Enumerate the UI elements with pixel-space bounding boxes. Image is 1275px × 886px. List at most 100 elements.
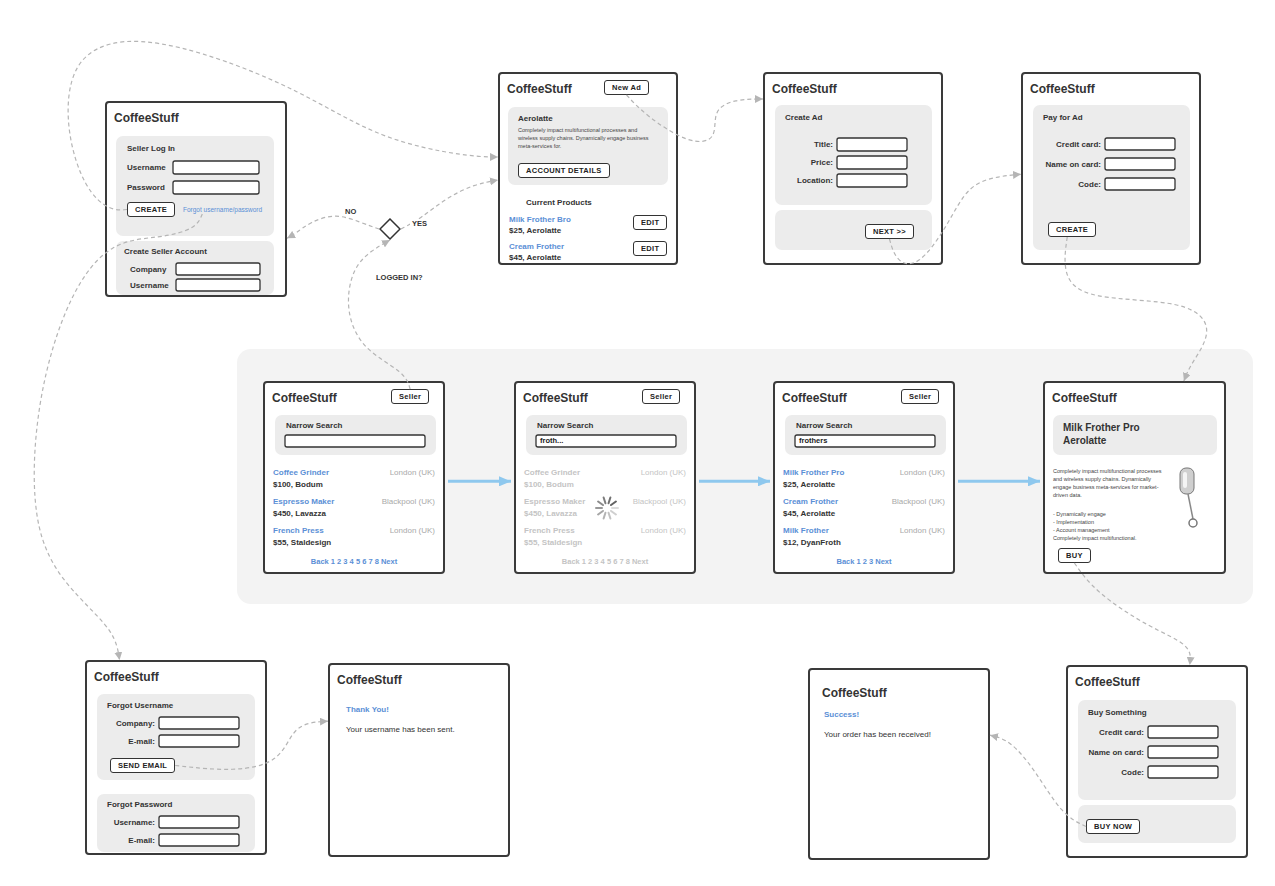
label-text: CoffeeStuff <box>272 391 337 405</box>
label-text: Name on card: <box>1033 160 1101 169</box>
button-text: Seller <box>909 392 931 401</box>
label-text: Narrow Search <box>286 421 342 430</box>
button: ACCOUNT DETAILS <box>518 163 610 178</box>
label-text: CoffeeStuff <box>772 82 837 96</box>
label-text: - Implementation <box>1053 519 1094 527</box>
search-input <box>795 435 935 447</box>
button: BUY NOW <box>1086 819 1140 834</box>
label-text: CoffeeStuff <box>114 111 179 125</box>
frother-picture <box>1180 468 1197 527</box>
label-text: CoffeeStuff <box>1030 82 1095 96</box>
footer-panel <box>1078 805 1236 843</box>
button-text: Seller <box>650 392 672 401</box>
dashed-connector <box>401 180 498 229</box>
screen-frame: New AdACCOUNT DETAILSAerolatteCompletely… <box>498 72 678 265</box>
label-text: Username <box>130 281 169 290</box>
text-input <box>837 138 907 151</box>
text-input <box>837 156 907 169</box>
label-text: London (UK) <box>863 526 945 535</box>
form-panel: ACCOUNT DETAILSAerolatteCompletely impac… <box>508 107 668 185</box>
form-panel: Create Seller AccountCompanyUsername <box>116 241 274 295</box>
button: CREATE <box>1048 222 1096 237</box>
text-input <box>1105 158 1175 170</box>
footer-panel <box>775 210 932 250</box>
label-text: London (UK) <box>604 468 686 477</box>
dashed-connector <box>627 95 763 141</box>
screen-frame: CREATE Pay for Ad Credit card: Name on card… <box>1021 72 1201 265</box>
label-text: Cream Frother <box>783 497 838 506</box>
label-text: $55, Staldesign <box>273 538 331 547</box>
text-input <box>176 279 260 291</box>
label-text: Company: <box>97 719 155 728</box>
label-text: $12, DyanFroth <box>783 538 841 547</box>
label-text: Password <box>127 183 165 192</box>
screen-frame: SellerNarrow SearchfrothersCoffeeStuffMi… <box>773 381 955 574</box>
label-text: $100, Bodum <box>273 480 323 489</box>
screen-frame: Milk Frother Pro AerolatteBUYCoffeeStuff… <box>1043 381 1226 574</box>
label-text: Price: <box>775 158 833 167</box>
form-panel: Narrow Search <box>275 415 436 455</box>
label-text: $450, Lavazza <box>273 509 326 518</box>
search-input <box>285 435 425 447</box>
button-text: EDIT <box>641 218 659 227</box>
label-text: Coffee Grinder <box>273 468 329 477</box>
label-text: Blackpool (UK) <box>604 497 686 506</box>
label-text: Pay for Ad <box>1043 113 1083 122</box>
label-text: CoffeeStuff <box>337 673 402 687</box>
label-text: Credit card: <box>1078 728 1144 737</box>
search-input <box>536 435 676 447</box>
label-text: CoffeeStuff <box>507 82 572 96</box>
screen-frame: Create AdTitle:Price:Location:NEXT >>Cof… <box>763 72 943 265</box>
label-text: Name on card: <box>1078 748 1144 757</box>
screen-frame: Buy SomethingCredit card:Name on card:Co… <box>1066 665 1248 858</box>
label-text: Forgot Password <box>107 800 172 809</box>
connectors <box>34 41 1206 826</box>
diamond-shape <box>380 219 400 239</box>
spinner-stroke <box>604 498 606 504</box>
button-text: SEND EMAIL <box>118 761 167 770</box>
label-text: Username: <box>97 818 155 827</box>
text-input <box>1148 726 1218 738</box>
label-text: Narrow Search <box>537 421 593 430</box>
button: EDIT <box>633 241 667 256</box>
text-input <box>159 717 239 729</box>
frother-shine <box>1183 472 1187 488</box>
label-text: frothers <box>799 436 827 445</box>
dashed-connector <box>348 240 410 389</box>
frother-shaft <box>1188 494 1193 519</box>
text-input <box>173 161 259 174</box>
label-text: LOGGED IN? <box>376 273 423 282</box>
form-panel: Narrow Searchfroth... <box>526 415 687 455</box>
label-text: Current Products <box>526 198 592 207</box>
flow-arrow <box>958 480 1040 483</box>
text-input <box>176 263 260 275</box>
label-text: - Dynamically engage <box>1053 511 1106 519</box>
label-text: $100, Bodum <box>524 480 574 489</box>
label-text: Credit card: <box>1033 140 1101 149</box>
label-text: Buy Something <box>1088 708 1147 717</box>
label-text: $450, Lavazza <box>524 509 577 518</box>
edge-label: NO <box>343 207 358 216</box>
button-text: EDIT <box>641 244 659 253</box>
label-text: Back 1 2 3 Next <box>775 557 953 566</box>
button: BUY <box>1058 548 1091 563</box>
form-panel: Milk Frother Pro Aerolatte <box>1053 415 1217 455</box>
label-text: $55, Staldesign <box>524 538 582 547</box>
form-panel: Create AdTitle:Price:Location: <box>775 105 932 205</box>
flow-band <box>237 349 1253 604</box>
label-text: Milk Frother Pro Aerolatte <box>1063 421 1173 447</box>
label-text: Title: <box>775 140 833 149</box>
button: NEXT >> <box>865 224 914 239</box>
label-text: $25, Aerolatte <box>783 480 835 489</box>
button-text: BUY NOW <box>1094 822 1132 831</box>
spinner-stroke <box>611 502 616 506</box>
flow-arrow <box>448 480 511 483</box>
spinner-stroke <box>604 513 606 519</box>
label-text: Milk Frother <box>783 526 829 535</box>
label-text: Completely impact multifunctional proces… <box>518 127 658 151</box>
label-text: Thank You! <box>346 705 389 714</box>
screen-frame: CREATEForgot username/passwordSeller Log… <box>105 101 287 297</box>
button-text: Seller <box>399 392 421 401</box>
label-text: Success! <box>824 710 859 719</box>
button-text: Forgot username/password <box>183 206 262 213</box>
